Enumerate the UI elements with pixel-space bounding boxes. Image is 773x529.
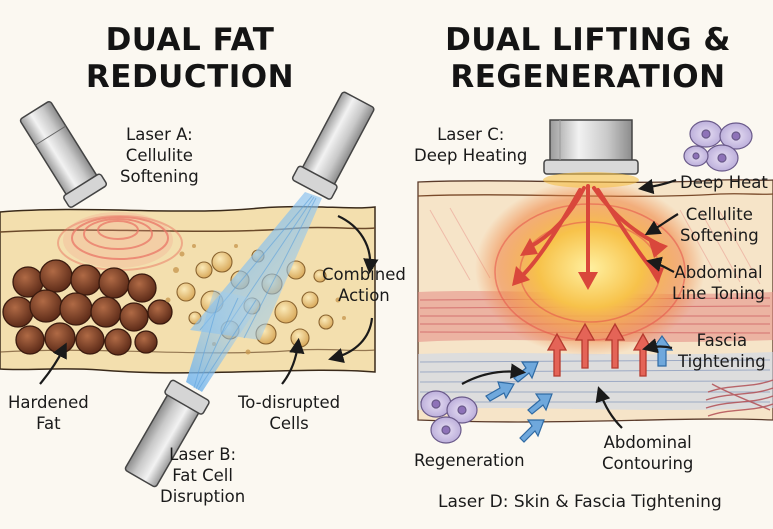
laser-b-bottom-handpiece [124,379,210,488]
regeneration-label: Regeneration [414,451,525,470]
regeneration-arrow [461,363,527,385]
hardened-fat-cluster [2,259,173,356]
disrupted-cells-label: To-disrupted Cells [238,393,341,433]
right-title-line-1: DUAL LIFTING & [445,22,731,58]
laser-b-bottom-beam [186,290,262,392]
left-pointer-arrows [39,214,379,385]
laser-d-label: Laser D: Skin & Fascia Tightening [438,492,722,512]
right-pointer-arrows [461,178,679,429]
deep-heat-label: Deep Heat [680,173,768,192]
cell-fragments [165,244,346,355]
combined-action-arrow-bottom [328,317,374,363]
left-title-line-1: DUAL FAT [105,22,275,58]
contouring-arrow [595,386,623,429]
deep-heat-arrows [520,184,660,278]
hardened-fat-label: Hardened Fat [8,393,89,433]
combined-action-label: Combined Action [322,265,406,305]
laser-c-label: Laser C: Deep Heating [414,125,528,165]
line-toning-arrow [646,256,675,273]
cellulite-softening-arrow [644,213,679,236]
top-right-cells [683,120,753,172]
laser-a-handpiece [19,100,108,208]
deep-heat-arrow [637,178,677,195]
laser-c-handpiece [543,119,639,175]
left-title-line-2: REDUCTION [85,59,295,95]
hardened-fat-arrow [39,342,67,385]
right-title-line-2: REGENERATION [450,59,726,95]
laser-b-top-handpiece [291,91,375,200]
cellulite-softening-label: Cellulite Softening [680,205,759,245]
abdominal-line-toning-label: Abdominal Line Toning [672,263,765,303]
laser-b-label: Laser B: Fat Cell Disruption [160,445,246,506]
fascia-tightening-arrow [642,338,673,354]
regeneration-cells [420,390,478,444]
left-title: DUAL FAT REDUCTION [50,22,330,96]
fascia-tightening-label: Fascia Tightening [678,331,766,371]
laser-a-label: Laser A: Cellulite Softening [120,125,199,186]
disrupted-cells-arrow [281,337,305,385]
fascia-fibers [705,379,773,417]
right-title: DUAL LIFTING & REGENERATION [418,22,758,96]
combined-action-arrow-top [337,214,379,275]
abdominal-contouring-label: Abdominal Contouring [602,433,694,473]
